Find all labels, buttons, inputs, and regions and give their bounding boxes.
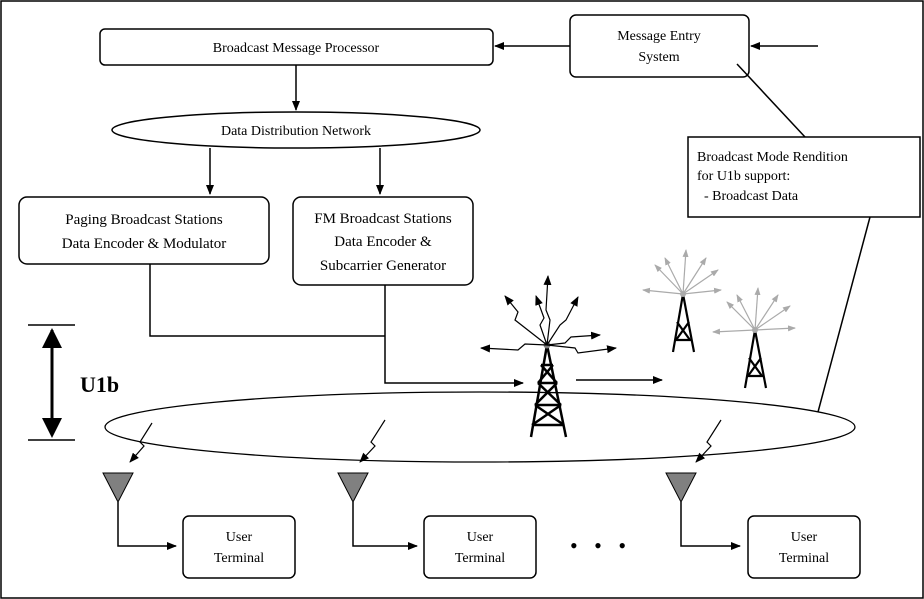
user-terminal-label-3b: Terminal xyxy=(779,551,829,566)
coverage-area-ellipse xyxy=(104,391,856,463)
receiver-antenna-icon-1 xyxy=(102,422,177,550)
callout-line-upper xyxy=(736,63,806,138)
paging-label-line1: Paging Broadcast Stations xyxy=(65,212,223,228)
lightning-bolt-icon-3 xyxy=(695,419,722,463)
broadcast-message-processor-box: Broadcast Message Processor xyxy=(99,28,494,66)
fm-broadcast-stations-box: FM Broadcast Stations Data Encoder & Sub… xyxy=(292,196,474,286)
user-terminal-label-3a: User xyxy=(791,530,818,545)
mode-label-line2: for U1b support: xyxy=(697,169,790,184)
user-terminal-box-2: User Terminal xyxy=(423,515,537,579)
paging-broadcast-stations-box: Paging Broadcast Stations Data Encoder &… xyxy=(18,196,270,265)
network-label: Data Distribution Network xyxy=(221,124,371,139)
fm-label-line2: Data Encoder & xyxy=(334,234,432,250)
user-terminal-box-3: User Terminal xyxy=(747,515,861,579)
fm-to-tower-line xyxy=(384,285,524,387)
callout-line-lower xyxy=(817,216,871,413)
entry-label-line2: System xyxy=(638,50,679,65)
receiver-antenna-icon-3 xyxy=(665,419,741,550)
user-terminal-label-2b: Terminal xyxy=(455,551,505,566)
u1b-label: U1b xyxy=(80,372,119,397)
fm-label-line3: Subcarrier Generator xyxy=(320,258,446,274)
lightning-bolt-icon-2 xyxy=(359,419,386,463)
broadcast-mode-rendition-box: Broadcast Mode Rendition for U1b support… xyxy=(687,136,921,218)
receiver-antenna-icon-2 xyxy=(337,419,418,550)
main-broadcast-tower-icon xyxy=(480,275,617,438)
repeater-tower-icon-1 xyxy=(642,249,722,353)
lightning-bolt-icon-1 xyxy=(129,422,153,463)
fm-label-line1: FM Broadcast Stations xyxy=(314,211,452,227)
data-distribution-network-ellipse: Data Distribution Network xyxy=(111,111,481,149)
paging-label-line2: Data Encoder & Modulator xyxy=(62,236,227,252)
user-terminal-box-1: User Terminal xyxy=(182,515,296,579)
mode-label-line1: Broadcast Mode Rendition xyxy=(697,150,848,165)
user-terminal-label-1b: Terminal xyxy=(214,551,264,566)
processor-label: Broadcast Message Processor xyxy=(213,41,380,56)
repeater-tower-icon-2 xyxy=(712,287,796,389)
entry-label-line1: Message Entry xyxy=(617,29,701,44)
u1b-range-indicator: U1b xyxy=(28,324,119,441)
message-entry-system-box: Message Entry System xyxy=(569,14,750,78)
user-terminal-label-2a: User xyxy=(467,530,494,545)
paging-connection-line xyxy=(149,264,385,337)
ellipsis-dots: • • • xyxy=(570,533,626,558)
user-terminal-label-1a: User xyxy=(226,530,253,545)
mode-label-line3: - Broadcast Data xyxy=(697,189,799,204)
